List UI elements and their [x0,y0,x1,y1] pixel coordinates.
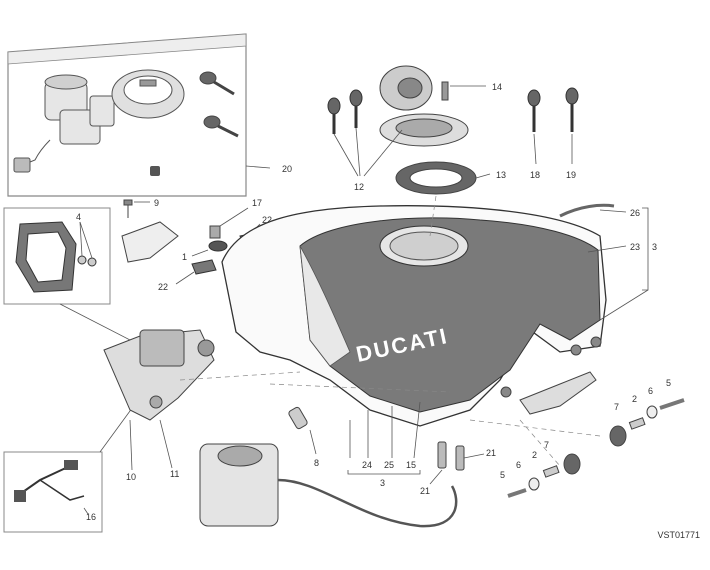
callout-24: 24 [362,460,372,470]
diagram-reference-code: VST01771 [657,530,700,540]
callout-2-lower: 2 [532,450,537,460]
callout-22-top: 22 [262,215,272,225]
gasket-inset [3,207,111,305]
callout-3-bottom: 3 [380,478,385,488]
callout-5-lower: 5 [500,470,505,480]
callout-19: 19 [566,170,576,180]
connector-8-drawing [288,406,308,430]
ignition-kit-inset [7,33,247,197]
callout-21-left: 21 [420,486,430,496]
callout-18: 18 [530,170,540,180]
callout-21-right: 21 [486,448,496,458]
callout-5-upper: 5 [666,378,671,388]
fuel-cap-assembly [379,65,477,195]
wiring-inset [3,451,103,533]
callout-6-upper: 6 [648,386,653,396]
ignition-switch-drawing [13,74,115,173]
rear-mount-bracket [500,336,602,415]
callout-26: 26 [630,208,640,218]
fuel-pump-assembly [103,329,215,421]
fastener-stack-upper [609,398,685,447]
assembly-guide-lines [179,195,601,467]
callout-7-lower: 7 [544,440,549,450]
callout-13: 13 [496,170,506,180]
callout-14: 14 [492,82,502,92]
callout-7-upper: 7 [614,402,619,412]
callout-12: 12 [354,182,364,192]
callout-25: 25 [384,460,394,470]
callout-17: 17 [252,198,262,208]
fuel-tank: DUCATI [221,205,607,427]
callout-1: 1 [182,252,187,262]
part-17-drawing [209,225,221,239]
callout-8: 8 [314,458,319,468]
keys-18-19-drawing [527,87,579,132]
mount-bracket [121,199,179,263]
decal-26-drawing [559,203,615,218]
fittings-21-drawing [437,441,465,471]
callout-16: 16 [86,512,96,522]
grommet-drawing [150,166,160,176]
callout-20: 20 [282,164,292,174]
keys-12-drawing [327,89,363,134]
part-1-drawing [208,240,228,252]
callout-3-right: 3 [652,242,657,252]
callout-22-bottom: 22 [158,282,168,292]
callout-10: 10 [126,472,136,482]
callout-6-lower: 6 [516,460,521,470]
evap-canister-drawing [199,443,458,528]
fuel-cap-lock-drawing [111,69,185,119]
callout-23: 23 [630,242,640,252]
pad-22-bottom-drawing [191,259,217,275]
callout-4: 4 [76,212,81,222]
keys-drawing [199,71,239,138]
callout-11: 11 [170,469,179,479]
fastener-stack-lower [507,453,581,498]
callout-15: 15 [406,460,416,470]
callout-2-upper: 2 [632,394,637,404]
callout-9: 9 [154,198,159,208]
